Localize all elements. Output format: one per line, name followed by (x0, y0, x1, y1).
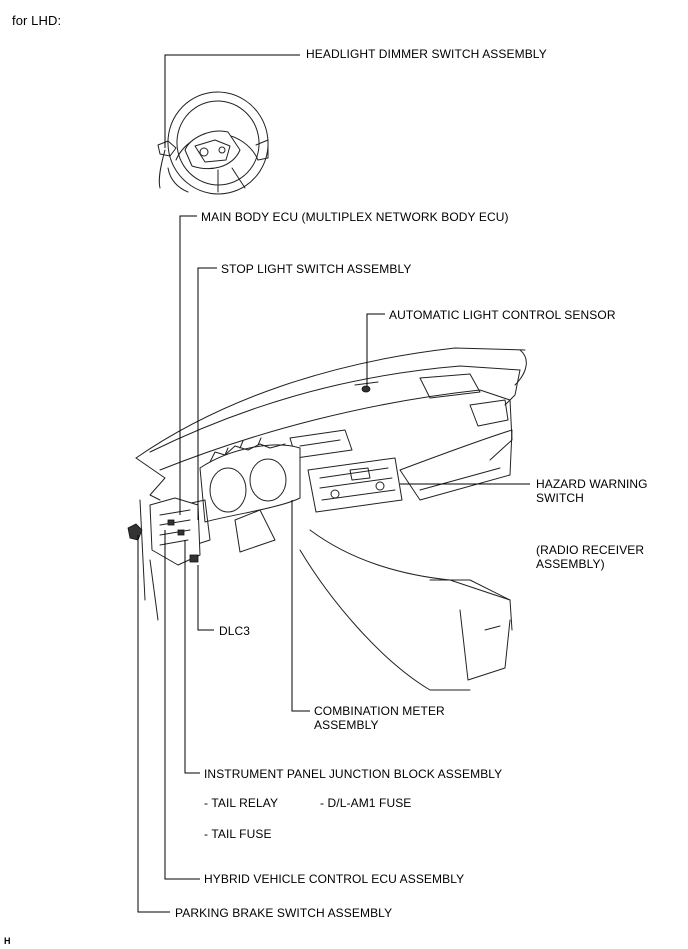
label-dlc3: DLC3 (219, 624, 251, 638)
page-title: for LHD: (12, 13, 62, 28)
label-instrument-panel-junction-block: INSTRUMENT PANEL JUNCTION BLOCK ASSEMBLY (204, 767, 503, 781)
label-dl-am1-fuse: - D/L-AM1 FUSE (320, 796, 412, 810)
dashboard-drawing (127, 347, 527, 691)
label-automatic-light-control-sensor: AUTOMATIC LIGHT CONTROL SENSOR (389, 308, 616, 322)
figure-code: H (4, 936, 11, 946)
leader-lines (137, 54, 530, 913)
label-combination-meter-line1: COMBINATION METER (314, 704, 445, 718)
label-hazard-warning-switch-line1: HAZARD WARNING (536, 477, 648, 491)
label-parking-brake-switch: PARKING BRAKE SWITCH ASSEMBLY (175, 906, 393, 920)
label-tail-fuse: - TAIL FUSE (204, 827, 272, 841)
label-headlight-dimmer-switch: HEADLIGHT DIMMER SWITCH ASSEMBLY (306, 47, 547, 61)
steering-wheel-drawing (157, 91, 269, 195)
label-hybrid-vehicle-control-ecu: HYBRID VEHICLE CONTROL ECU ASSEMBLY (204, 872, 465, 886)
label-combination-meter-line2: ASSEMBLY (314, 718, 379, 732)
label-tail-relay: - TAIL RELAY (204, 796, 279, 810)
label-radio-receiver-line2: ASSEMBLY) (536, 557, 605, 571)
label-main-body-ecu: MAIN BODY ECU (MULTIPLEX NETWORK BODY EC… (201, 210, 509, 224)
label-hazard-warning-switch-line2: SWITCH (536, 491, 584, 505)
label-radio-receiver-line1: (RADIO RECEIVER (536, 543, 645, 557)
label-stop-light-switch: STOP LIGHT SWITCH ASSEMBLY (221, 262, 412, 276)
